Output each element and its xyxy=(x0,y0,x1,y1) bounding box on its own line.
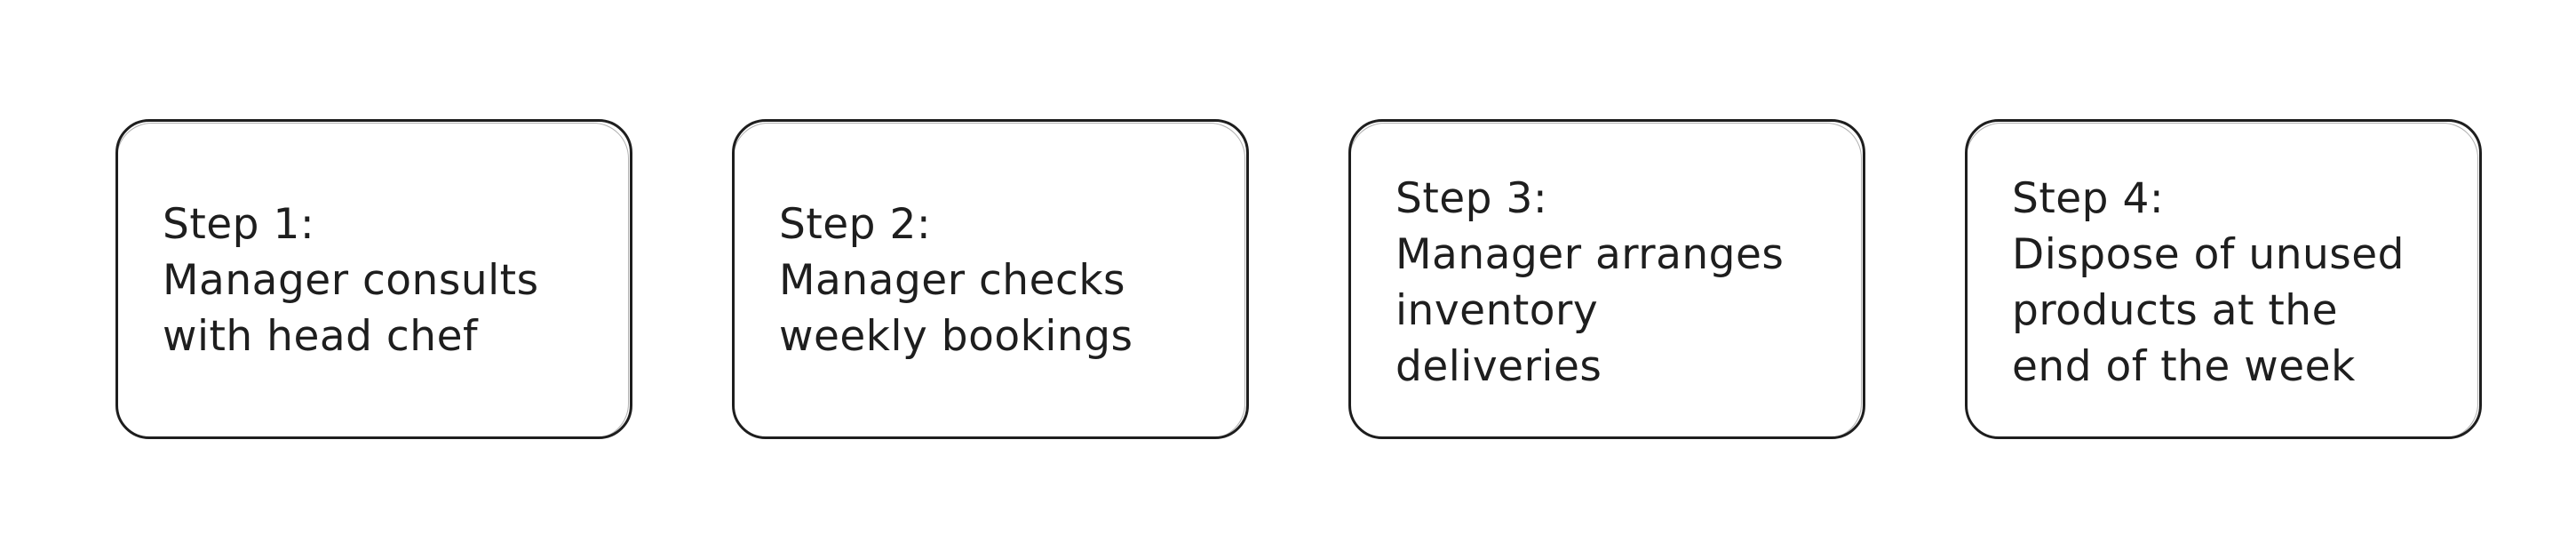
step-1-line-1: Manager consults xyxy=(163,256,539,305)
step-4-title: Step 4: xyxy=(2012,174,2165,223)
step-3-line-3: deliveries xyxy=(1395,342,1602,391)
step-2-line-2: weekly bookings xyxy=(779,312,1133,361)
step-3-text: Step 3: Manager arranges inventory deliv… xyxy=(1395,171,1836,395)
step-3-line-1: Manager arranges xyxy=(1395,230,1785,279)
step-4-line-1: Dispose of unused xyxy=(2012,230,2405,279)
step-3-box: Step 3: Manager arranges inventory deliv… xyxy=(1348,119,1865,439)
step-1-line-2: with head chef xyxy=(163,312,479,361)
step-4-line-2: products at the xyxy=(2012,286,2338,335)
step-2-text: Step 2: Manager checks weekly bookings xyxy=(779,196,1220,364)
step-1-title: Step 1: xyxy=(163,200,315,249)
step-4-box: Step 4: Dispose of unused products at th… xyxy=(1965,119,2482,439)
step-1-text: Step 1: Manager consults with head chef xyxy=(163,196,603,364)
step-4-line-3: end of the week xyxy=(2012,342,2356,391)
step-1-box: Step 1: Manager consults with head chef xyxy=(115,119,632,439)
step-2-box: Step 2: Manager checks weekly bookings xyxy=(732,119,1249,439)
step-3-line-2: inventory xyxy=(1395,286,1599,335)
step-2-line-1: Manager checks xyxy=(779,256,1126,305)
step-3-title: Step 3: xyxy=(1395,174,1548,223)
step-2-title: Step 2: xyxy=(779,200,932,249)
step-4-text: Step 4: Dispose of unused products at th… xyxy=(2012,171,2453,395)
